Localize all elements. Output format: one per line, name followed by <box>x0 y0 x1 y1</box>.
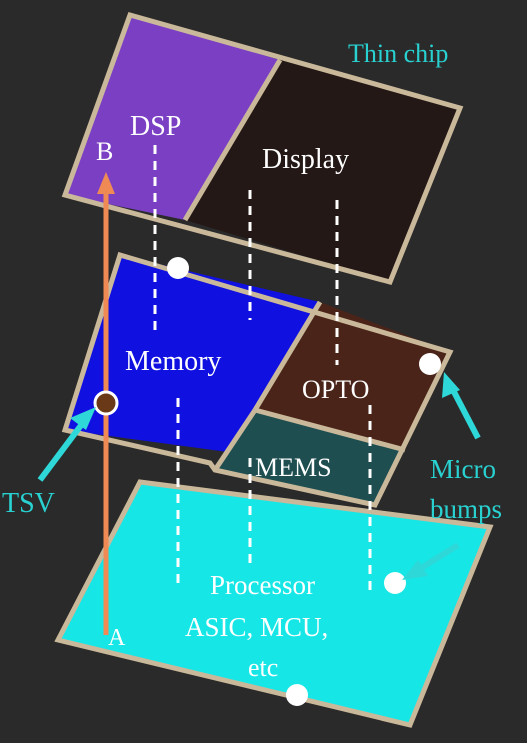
micro-bump <box>167 257 189 279</box>
point-a-label: A <box>108 625 126 651</box>
processor-label-line2: ASIC, MCU, <box>185 612 328 642</box>
processor-layer <box>54 479 494 728</box>
opto-label: OPTO <box>302 375 369 404</box>
memory-opto-divider <box>252 300 323 412</box>
dsp-label: DSP <box>130 111 181 142</box>
dsp-display-divider <box>182 58 283 222</box>
vertical-interconnects <box>153 145 372 590</box>
point-b-label: B <box>96 137 113 166</box>
dsp-block <box>65 15 280 220</box>
thin-chip-label: Thin chip <box>348 39 448 68</box>
micro-bumps-pointer-bottom <box>402 542 460 580</box>
micro-label: Micro <box>430 454 496 484</box>
tsv-label: TSV <box>2 488 55 519</box>
micro-bumps-pointer-top <box>442 372 481 440</box>
opto-mems-divider <box>254 407 406 453</box>
mems-label: MEMS <box>255 453 332 482</box>
processor-label-line3: etc <box>248 653 278 682</box>
micro-bump <box>419 353 441 375</box>
memory-label: Memory <box>125 346 221 377</box>
bumps-label: bumps <box>430 494 502 524</box>
processor-label-line1: Processor <box>210 570 315 600</box>
micro-bump <box>384 572 406 594</box>
mems-block <box>215 410 405 505</box>
display-block <box>185 60 460 282</box>
tsv-pointer <box>37 407 96 482</box>
tsv-arrow-head <box>97 172 115 194</box>
memory-mems-divider <box>212 408 258 472</box>
micro-bump <box>286 684 308 706</box>
top-layer-outline <box>61 11 464 285</box>
display-label: Display <box>262 144 349 175</box>
tsv-via <box>93 390 119 416</box>
